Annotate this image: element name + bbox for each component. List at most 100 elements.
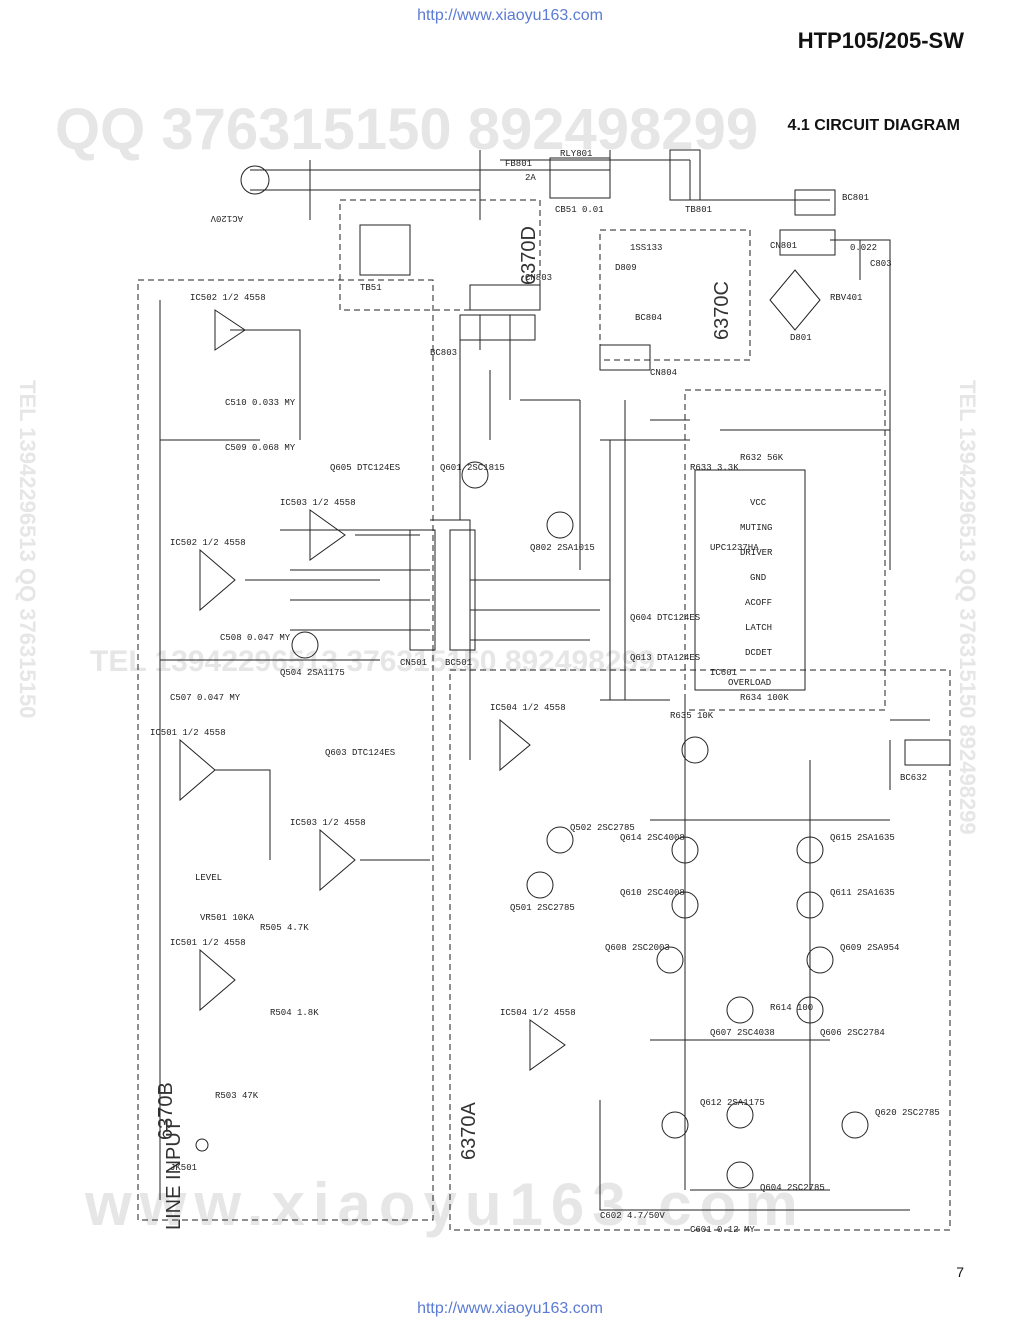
label-q606: Q606 2SC2784 <box>820 1028 885 1038</box>
connector-bc632 <box>904 739 951 766</box>
circuit-schematic: AC120V TB801 TB51 FB801 2A RLY801 CB51 0… <box>137 149 951 1235</box>
watermark-side-left: TEL 13942296513 QQ 376315150 <box>15 380 40 719</box>
pin-vcc: VCC <box>750 498 767 508</box>
label-level: LEVEL <box>195 873 222 883</box>
board-label-6370a: 6370A <box>458 1102 480 1160</box>
label-rly: RLY801 <box>560 149 592 159</box>
label-jk: JK501 <box>170 1163 197 1173</box>
transistor-q502 <box>546 826 574 854</box>
label-cn801: CN801 <box>770 241 797 251</box>
label-ic502b: IC502 1/2 4558 <box>170 538 246 548</box>
opamp-ic504b <box>529 1019 566 1071</box>
transistor-q504 <box>291 631 319 659</box>
board-outline-6370d <box>339 199 541 311</box>
label-cb51: CB51 0.01 <box>555 205 604 215</box>
label-bc632: BC632 <box>900 773 927 783</box>
label-q615: Q615 2SA1635 <box>830 833 895 843</box>
label-bc804: BC804 <box>635 313 662 323</box>
label-r503: R503 47K <box>215 1091 259 1101</box>
transistor-q609 <box>806 946 834 974</box>
label-ic503b: IC503 1/2 4558 <box>290 818 366 828</box>
label-r614: R614 100 <box>770 1003 813 1013</box>
connector-bc501 <box>449 529 476 651</box>
transistor-q612 <box>726 1101 754 1129</box>
label-q609: Q609 2SA954 <box>840 943 899 953</box>
label-c803: C803 <box>870 259 892 269</box>
label-c601: C601 0.12 MY <box>690 1225 755 1235</box>
label-r635: R635 10K <box>670 711 714 721</box>
label-bc801: BC801 <box>842 193 869 203</box>
mains-wiring <box>250 150 830 220</box>
label-ic601: IC601 <box>710 668 737 678</box>
label-r504: R504 1.8K <box>270 1008 319 1018</box>
opamp-ic503a <box>309 509 346 561</box>
label-q604b: Q604 2SC2785 <box>760 1183 825 1193</box>
transformer-tb801 <box>669 149 701 201</box>
line-input-jack <box>195 1138 209 1152</box>
label-q611: Q611 2SA1635 <box>830 888 895 898</box>
board-label-6370c: 6370C <box>711 281 733 340</box>
relay-rly801 <box>549 157 611 199</box>
transistor-q802 <box>546 511 574 539</box>
label-q612: Q612 2SA1175 <box>700 1098 765 1108</box>
label-c803v: 0.022 <box>850 243 877 253</box>
connector-cn804 <box>599 344 651 371</box>
label-q504: Q504 2SA1175 <box>280 668 345 678</box>
label-q601: Q601 2SC1815 <box>440 463 505 473</box>
board-outline-6370b <box>137 279 434 1221</box>
label-cn803: CN803 <box>525 273 552 283</box>
label-q608: Q608 2SC2003 <box>605 943 670 953</box>
watermark-url-bottom[interactable]: http://www.xiaoyu163.com <box>417 1300 603 1317</box>
label-line-input: LINE INPUT <box>163 1120 185 1230</box>
connector-cn803 <box>469 284 541 311</box>
label-r634: R634 100K <box>740 693 789 703</box>
label-q613: Q613 DTA124ES <box>630 653 700 663</box>
pin-driver: DRIVER <box>740 548 773 558</box>
label-q603: Q603 DTC124ES <box>325 748 395 758</box>
signal-wiring-6370a <box>430 400 930 1211</box>
pin-muting: MUTING <box>740 523 772 533</box>
dc-rail <box>830 239 891 570</box>
label-c509: C509 0.068 MY <box>225 443 296 453</box>
label-c507: C507 0.047 MY <box>170 693 241 703</box>
transistor-q619 <box>681 736 709 764</box>
label-tb51: TB51 <box>360 283 382 293</box>
label-ac: AC120V <box>210 213 243 223</box>
label-tb801: TB801 <box>685 205 712 215</box>
section-title: 4.1 CIRCUIT DIAGRAM <box>787 117 960 134</box>
label-r632: R632 56K <box>740 453 784 463</box>
connector-cn501 <box>409 529 436 651</box>
transistor-q603 <box>661 1111 689 1139</box>
label-bc803: BC803 <box>430 348 457 358</box>
label-c602: C602 4.7/50V <box>600 1211 665 1221</box>
signal-wiring-6370b <box>159 300 430 1200</box>
label-q502: Q502 2SC2785 <box>570 823 635 833</box>
label-bc501: BC501 <box>445 658 472 668</box>
label-q604: Q604 DTC124ES <box>630 613 700 623</box>
label-ic501b: IC501 1/2 4558 <box>170 938 246 948</box>
ic601-area <box>684 389 886 711</box>
label-cn501: CN501 <box>400 658 427 668</box>
label-cn804: CN804 <box>650 368 677 378</box>
label-c508: C508 0.047 MY <box>220 633 291 643</box>
label-c510: C510 0.033 MY <box>225 398 296 408</box>
opamp-ic503b <box>319 828 356 892</box>
label-q614: Q614 2SC4008 <box>620 833 685 843</box>
transistor-q620 <box>841 1111 869 1139</box>
watermark-url-top[interactable]: http://www.xiaoyu163.com <box>417 7 603 24</box>
pin-latch: LATCH <box>745 623 772 633</box>
ac-plug <box>240 165 270 195</box>
ic601-chip <box>694 469 806 691</box>
pin-acoff: ACOFF <box>745 598 772 608</box>
page-number: 7 <box>956 1264 964 1280</box>
label-q605: Q605 DTC124ES <box>330 463 400 473</box>
watermark-qq: QQ 376315150 892498299 <box>55 97 759 162</box>
label-ss: 1SS133 <box>630 243 662 253</box>
connector-cn801 <box>779 229 836 256</box>
label-r633: R633 3.3K <box>690 463 739 473</box>
watermark-site: www.xiaoyu163.com <box>85 1171 806 1238</box>
watermark-tel: TEL 13942296513 376315150 892498299 <box>90 645 655 678</box>
label-ic504b: IC504 1/2 4558 <box>500 1008 576 1018</box>
bridge-rectifier-d801 <box>769 269 821 331</box>
label-ic502a: IC502 1/2 4558 <box>190 293 266 303</box>
